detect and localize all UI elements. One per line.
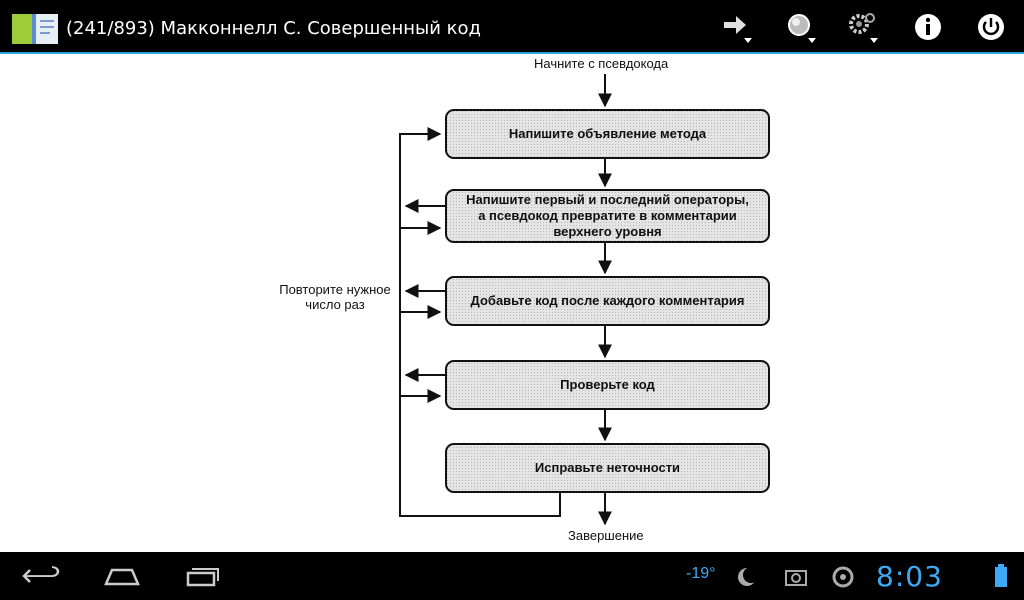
step-5-text: Исправьте неточности bbox=[534, 460, 681, 475]
document-title: (241/893) Макконнелл С. Совершенный код bbox=[66, 18, 481, 39]
flowchart-graphics bbox=[399, 74, 770, 526]
repeat-label-line2: число раз bbox=[305, 297, 365, 312]
settings-gear-icon[interactable] bbox=[846, 10, 880, 44]
sync-icon[interactable] bbox=[832, 566, 854, 593]
start-label: Начните с псевдокода bbox=[534, 56, 669, 71]
power-icon[interactable] bbox=[974, 10, 1008, 44]
step-1-text: Напишите объявление метода bbox=[508, 126, 707, 141]
info-icon[interactable] bbox=[911, 10, 945, 44]
weather-temp-icon[interactable]: -19° bbox=[686, 565, 716, 582]
moon-icon[interactable] bbox=[736, 566, 759, 593]
clock[interactable]: 8:03 bbox=[876, 560, 943, 593]
step-2-line2: а псевдокод превратите в комментарии bbox=[478, 208, 737, 223]
step-3-text: Добавьте код после каждого комментария bbox=[470, 293, 745, 308]
system-bar: -19° 8:03 bbox=[0, 552, 1024, 600]
app-book-icon[interactable] bbox=[10, 12, 60, 46]
action-bar: (241/893) Макконнелл С. Совершенный код bbox=[0, 0, 1024, 54]
flow-box-2 bbox=[445, 189, 770, 243]
flow-box-5 bbox=[445, 443, 770, 493]
repeat-label-line1: Повторите нужное bbox=[279, 282, 391, 297]
step-4-text: Проверьте код bbox=[560, 377, 655, 392]
battery-icon[interactable] bbox=[994, 564, 1008, 593]
search-icon[interactable] bbox=[784, 10, 818, 44]
home-icon[interactable] bbox=[100, 560, 144, 592]
flow-box-3 bbox=[445, 276, 770, 326]
recent-apps-icon[interactable] bbox=[180, 560, 224, 592]
step-2-line1: Напишите первый и последний операторы, bbox=[466, 192, 749, 207]
step-2-line3: верхнего уровня bbox=[553, 224, 662, 239]
goto-arrow-icon[interactable] bbox=[720, 10, 754, 44]
end-label: Завершение bbox=[568, 528, 644, 543]
camera-icon[interactable] bbox=[784, 566, 808, 593]
step-2-text: Напишите первый и последний операторы, а… bbox=[446, 190, 769, 242]
back-icon[interactable] bbox=[20, 560, 64, 592]
book-page[interactable]: Начните с псевдокода Завершение Повторит… bbox=[0, 54, 1024, 564]
repeat-label: Повторите нужное число раз bbox=[274, 282, 396, 312]
flow-box-1 bbox=[445, 109, 770, 159]
flow-box-4 bbox=[445, 360, 770, 410]
